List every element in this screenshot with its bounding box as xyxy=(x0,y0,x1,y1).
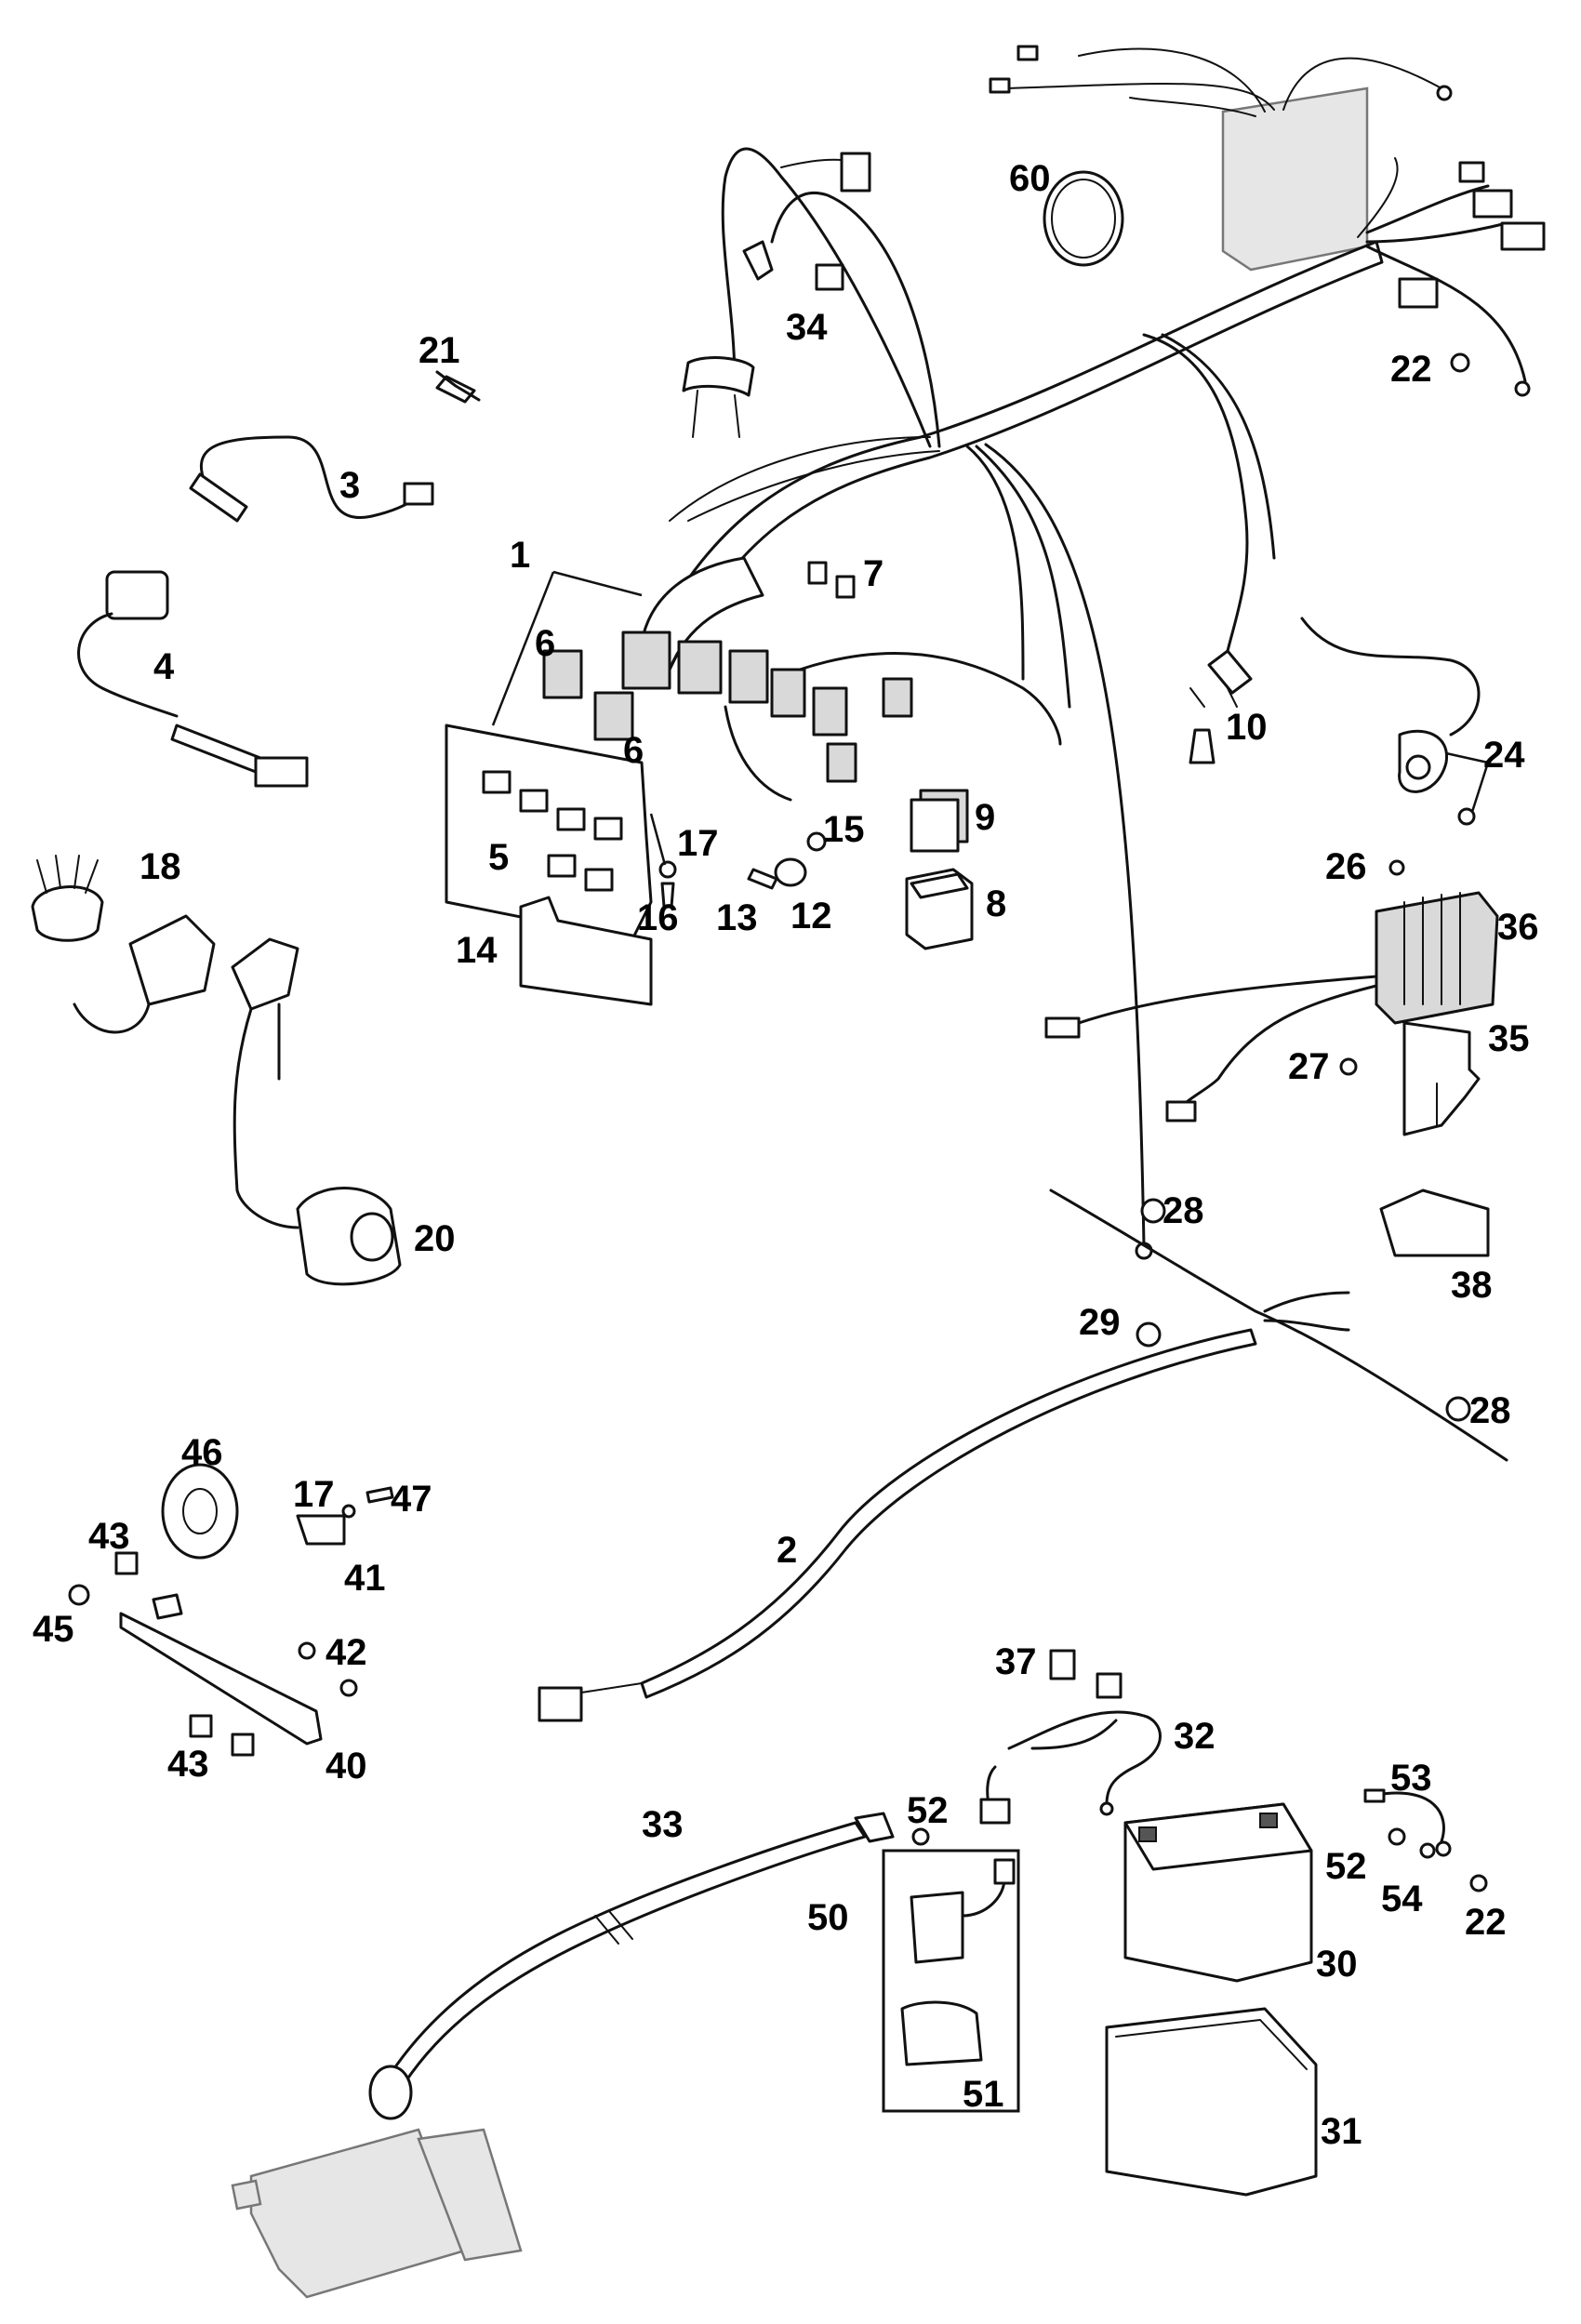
starter-cable-33-drawing xyxy=(368,1812,895,2120)
callout-45: 45 xyxy=(33,1609,74,1650)
callout-33: 33 xyxy=(642,1804,684,1845)
callout-labels: 60 34 21 22 3 1 7 4 6 6 10 24 9 18 17 15… xyxy=(33,158,1539,2152)
callout-32: 32 xyxy=(1174,1716,1216,1757)
callout-54: 54 xyxy=(1381,1879,1423,1919)
switch-18-drawing xyxy=(31,855,216,1034)
callout-27: 27 xyxy=(1288,1046,1330,1087)
callout-4: 4 xyxy=(153,646,175,687)
callout-36: 36 xyxy=(1497,907,1539,948)
harness-2-drawing xyxy=(538,1189,1508,1722)
sensor-10-drawing xyxy=(1189,649,1253,764)
callout-47: 47 xyxy=(391,1479,432,1520)
relay-6-drawing xyxy=(542,649,634,741)
callout-2: 2 xyxy=(777,1530,797,1571)
small-hardware-drawing xyxy=(658,831,827,909)
leader-lines xyxy=(491,570,667,866)
callout-40: 40 xyxy=(326,1746,367,1786)
callout-52: 52 xyxy=(907,1790,949,1831)
callout-14: 14 xyxy=(456,930,498,971)
main-harness-drawing xyxy=(640,147,1546,1260)
relay-base-8-drawing xyxy=(905,868,974,950)
fuse-7-drawing xyxy=(807,561,856,599)
callout-51: 51 xyxy=(963,2074,1004,2115)
callout-18: 18 xyxy=(140,846,181,887)
callout-17: 17 xyxy=(293,1474,335,1515)
callout-60: 60 xyxy=(1009,158,1051,199)
fuse-34-drawing xyxy=(815,263,844,291)
bracket-35-drawing xyxy=(1339,1021,1481,1136)
cdi-unit-drawing xyxy=(989,45,1453,272)
horn-46-drawing xyxy=(161,1463,394,1560)
callout-6: 6 xyxy=(535,623,555,664)
callout-13: 13 xyxy=(716,897,758,938)
callout-30: 30 xyxy=(1316,1944,1358,1985)
regulator-36-drawing xyxy=(1044,859,1499,1122)
callout-37: 37 xyxy=(995,1641,1037,1682)
temperature-sensor-21-drawing xyxy=(435,370,481,404)
callout-28: 28 xyxy=(1162,1190,1204,1231)
callout-7: 7 xyxy=(863,553,884,594)
callout-16: 16 xyxy=(637,897,679,938)
fuse-board-5-drawing xyxy=(445,724,653,941)
starter-motor-drawing xyxy=(231,2128,523,2299)
battery-30-drawing xyxy=(1123,1802,1313,1983)
speed-sensor-24-drawing xyxy=(1300,617,1490,826)
callout-52: 52 xyxy=(1325,1846,1367,1887)
callout-17: 17 xyxy=(677,823,719,864)
callout-6: 6 xyxy=(623,730,644,771)
nut-clips-43-drawing xyxy=(68,1551,358,1757)
pad-38-drawing xyxy=(1379,1189,1490,1257)
callout-20: 20 xyxy=(414,1218,456,1259)
callout-28: 28 xyxy=(1469,1390,1511,1431)
callout-9: 9 xyxy=(975,797,995,838)
callout-43: 43 xyxy=(167,1744,209,1785)
horn-bracket-40-drawing xyxy=(119,1593,323,1746)
switch-20-drawing xyxy=(231,937,402,1286)
callout-26: 26 xyxy=(1325,846,1367,887)
callout-41: 41 xyxy=(344,1558,386,1599)
callout-10: 10 xyxy=(1226,707,1268,748)
callout-8: 8 xyxy=(986,883,1006,924)
callout-42: 42 xyxy=(326,1632,367,1673)
callout-53: 53 xyxy=(1390,1758,1432,1799)
callout-1: 1 xyxy=(510,535,530,576)
sensor-4-drawing xyxy=(77,570,309,788)
callout-29: 29 xyxy=(1079,1302,1121,1343)
callout-22: 22 xyxy=(1465,1902,1507,1943)
callout-46: 46 xyxy=(181,1432,223,1473)
callout-5: 5 xyxy=(488,837,509,878)
battery-hardware-drawing xyxy=(1363,1788,1488,1892)
cable-tie-60-drawing xyxy=(1043,170,1124,267)
callout-22: 22 xyxy=(1390,349,1432,390)
relay-9-drawing xyxy=(910,789,969,853)
callout-24: 24 xyxy=(1483,735,1525,776)
bracket-14-drawing xyxy=(519,896,653,1006)
sensor-3-drawing xyxy=(189,435,434,523)
callout-34: 34 xyxy=(786,307,828,348)
callout-50: 50 xyxy=(807,1897,849,1938)
callout-12: 12 xyxy=(790,896,832,936)
callout-31: 31 xyxy=(1321,2111,1362,2152)
starter-relay-leads-32-drawing xyxy=(979,1649,1162,1825)
callout-35: 35 xyxy=(1488,1018,1530,1059)
callout-38: 38 xyxy=(1451,1265,1493,1306)
callout-43: 43 xyxy=(88,1516,130,1557)
bolt-22-drawing xyxy=(1450,352,1470,373)
callout-15: 15 xyxy=(823,809,865,850)
callout-3: 3 xyxy=(339,465,360,506)
battery-box-31-drawing xyxy=(1105,2007,1318,2197)
starter-relay-50-drawing xyxy=(882,1827,1020,2113)
relay-cluster-drawing xyxy=(621,631,1062,802)
callout-21: 21 xyxy=(418,330,460,371)
